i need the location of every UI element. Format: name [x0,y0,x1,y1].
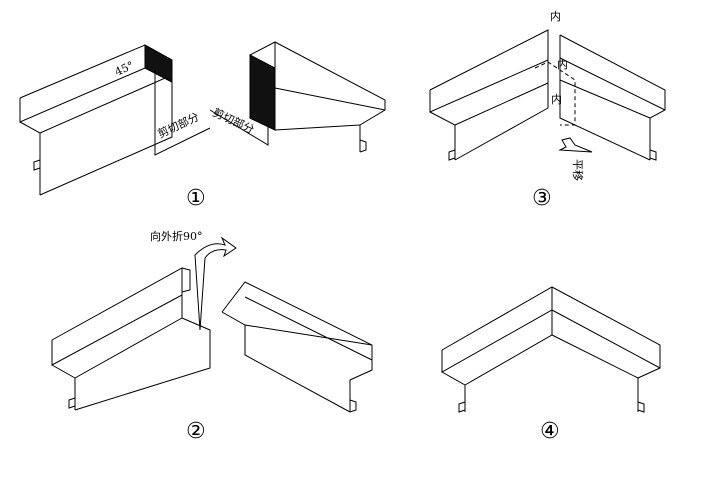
shift-label: 平移 [571,159,584,181]
angle-label: 45° [113,59,136,79]
step-number-4: ④ [540,419,560,444]
step4-assembly [441,286,661,413]
shift-arrow-icon [558,137,593,153]
step-number-1: ① [186,186,206,211]
step-number-3: ③ [532,186,552,211]
step2-right-piece [221,281,373,413]
fold-arrow-icon [194,236,237,331]
fold-label: 向外折90° [150,229,203,243]
step2-left-piece: 向外折90° [51,229,237,411]
step1-right-piece: 剪切部分 [209,41,386,153]
cut-area-hatch [144,44,173,83]
step3-assembly: 内 内 内 平移 [429,9,666,181]
cut-area-hatch [249,54,276,131]
inner-label-low: 内 [551,92,562,106]
inner-label-mid: 内 [557,57,568,71]
step-number-2: ② [186,419,206,444]
step1-left-piece: 45° 剪切部分 [19,44,211,196]
inner-label-top: 内 [550,9,561,23]
